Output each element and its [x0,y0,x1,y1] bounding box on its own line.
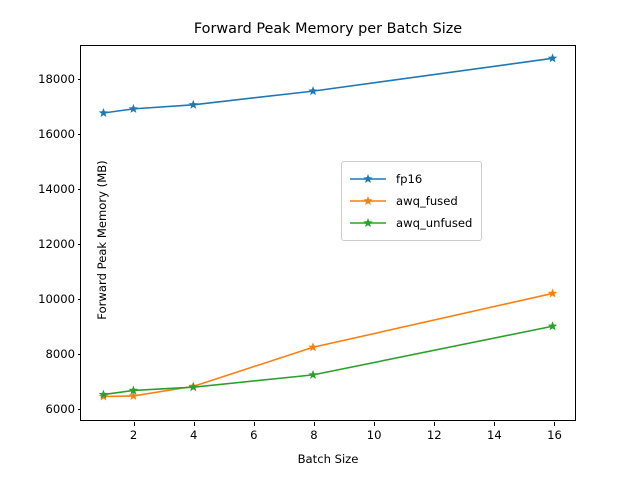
x-tick-label: 16 [547,428,562,442]
data-point-marker [308,369,318,379]
data-point-marker [188,382,199,392]
data-point-marker [128,385,139,395]
y-tick-label: 16000 [38,126,75,141]
data-point-marker [128,390,139,400]
series-fp16 [98,53,558,118]
plot-area [81,46,575,420]
plot-axes: 2 4 6 8 10 12 14 16 6000 8000 10000 12000 14000 16000… [38,45,576,442]
x-tick-label: 2 [129,428,138,442]
series-awq_fused [98,288,558,401]
legend-swatch [349,194,387,208]
x-tick-mark [253,422,255,426]
legend-item-fp16[interactable]: fp16 [349,168,472,190]
x-tick-label: 10 [366,428,382,442]
y-tick-label: 12000 [38,236,75,251]
data-point-marker [547,53,558,63]
data-point-marker [308,342,318,352]
data-point-marker [308,86,318,96]
legend-swatch [349,172,387,186]
x-tick-mark [434,422,436,426]
x-axis-label: Batch Size [297,452,359,466]
x-tick-label: 8 [310,428,318,442]
data-point-marker [98,108,109,118]
series-lines [98,53,558,401]
series-line [103,325,553,396]
data-point-marker [128,103,139,113]
chart-title: Forward Peak Memory per Batch Size [193,21,463,37]
x-tick-mark [374,422,376,426]
x-tick-label: 6 [250,428,258,442]
legend-label: awq_fused [396,194,458,208]
x-tick-label: 4 [190,428,198,442]
y-tick-mark [77,78,81,80]
data-point-marker [188,99,199,109]
y-tick-mark [77,408,81,410]
legend-label: awq_unfused [396,216,473,230]
legend-label: fp16 [396,172,423,186]
y-tick-label: 18000 [38,71,75,86]
x-tick-mark [554,422,556,426]
x-tick-mark [193,422,195,426]
x-tick-label: 14 [486,428,502,442]
y-tick-mark [77,133,81,135]
x-tick-mark [494,422,496,426]
y-tick-mark [77,243,81,245]
data-point-marker [547,288,558,298]
series-awq_unfused [98,321,558,399]
legend-swatch [349,216,387,230]
series-line [103,292,553,398]
y-tick-label: 10000 [38,291,75,306]
y-tick-mark [77,298,81,300]
data-point-marker [547,321,558,331]
y-tick-label: 6000 [45,401,75,416]
x-tick-label: 12 [426,428,442,442]
y-tick-label: 14000 [38,181,75,196]
legend-item-awq_unfused[interactable]: awq_unfused [349,212,472,234]
legend-item-awq_fused[interactable]: awq_fused [349,190,472,212]
y-tick-label: 8000 [45,346,75,361]
x-tick-mark [133,422,135,426]
data-point-marker [98,389,109,399]
y-tick-mark [77,353,81,355]
x-tick-mark [313,422,315,426]
y-tick-mark [77,188,81,190]
chart-legend: fp16 awq_fused awq_unfused [341,161,483,241]
series-line [103,57,553,114]
y-axis-label: Forward Peak Memory (MB) [95,160,109,320]
